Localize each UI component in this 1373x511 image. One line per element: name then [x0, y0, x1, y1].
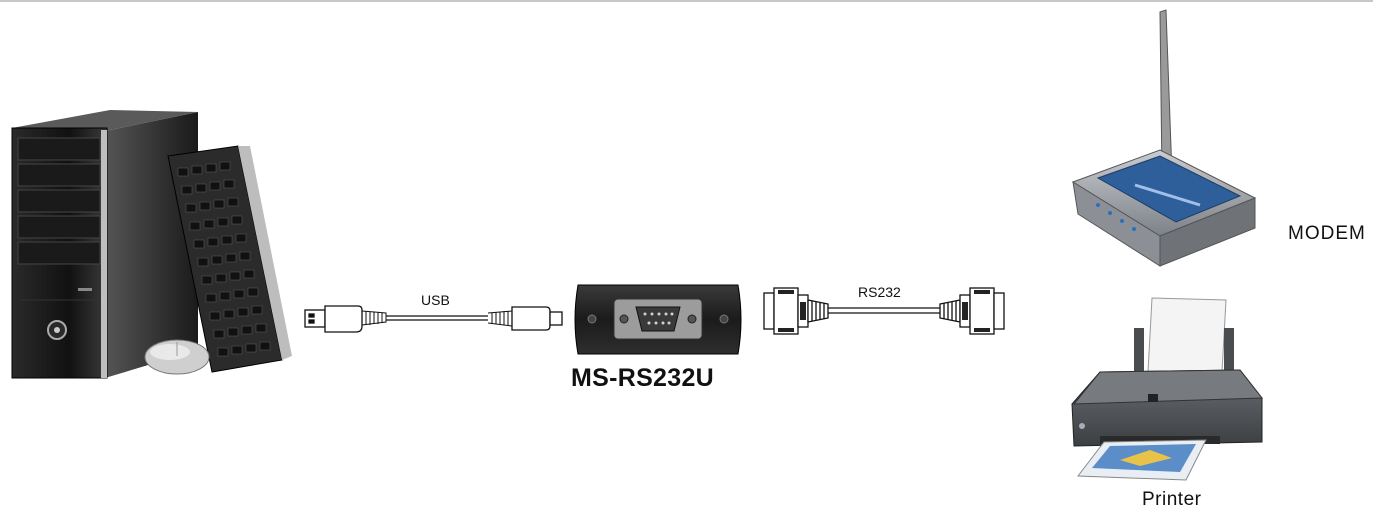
- top-divider: [0, 0, 1373, 2]
- wireless-modem-icon: [1071, 9, 1257, 267]
- product-name-label: MS-RS232U: [571, 364, 715, 392]
- rs232-serial-cable-icon: [763, 287, 1005, 335]
- printer-label: Printer: [1142, 489, 1202, 510]
- inkjet-printer-icon: [1071, 297, 1264, 481]
- rs232-cable-label: RS232: [858, 284, 901, 300]
- desktop-computer-icon: [11, 110, 198, 379]
- keyboard-icon: [167, 145, 292, 373]
- usb-cable-icon: [304, 305, 563, 333]
- usb-to-rs232-adapter-icon: [574, 284, 742, 355]
- mouse-icon: [144, 339, 210, 375]
- usb-cable-label: USB: [421, 292, 450, 308]
- modem-label: MODEM: [1288, 223, 1366, 244]
